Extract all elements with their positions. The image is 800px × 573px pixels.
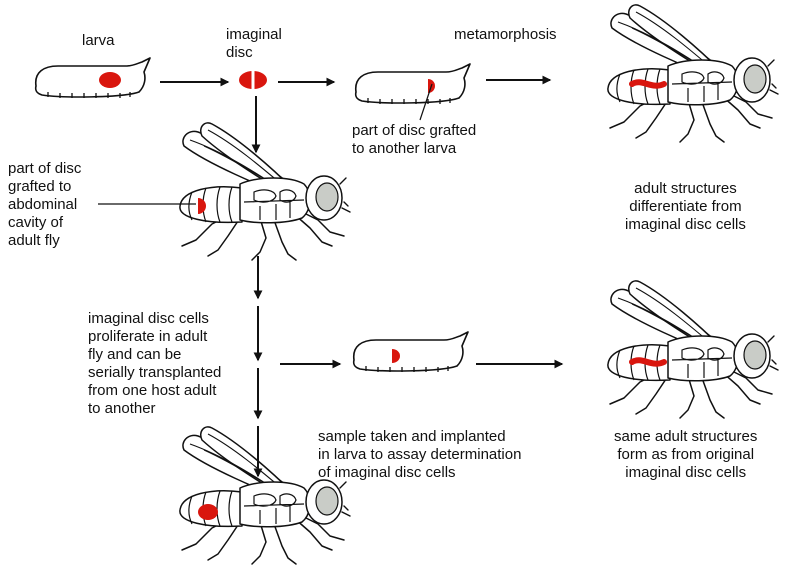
larva-with-grafted-disc — [354, 63, 471, 105]
leader-grafted-larva — [419, 83, 433, 121]
label-part-disc-grafted-larva: part of disc grafted to another larva — [352, 122, 477, 157]
implanted-sample-half — [392, 349, 400, 363]
larva-with-implanted-sample — [352, 331, 469, 373]
adult-fly-same-structures — [607, 280, 779, 419]
label-larva: larva — [82, 32, 115, 49]
label-part-disc-grafted-adult: part of disc grafted to abdominal cavity… — [8, 160, 82, 249]
imaginal-disc-spot — [99, 72, 121, 88]
larva-with-disc — [34, 57, 151, 99]
label-same-adult-structures: same adult structures form as from origi… — [614, 428, 758, 481]
label-proliferate: imaginal disc cells proliferate in adult… — [88, 310, 222, 417]
label-imaginal-disc: imaginal disc — [226, 26, 282, 61]
adult-fly-structures — [607, 4, 779, 143]
host-fly-proliferated — [179, 426, 351, 565]
host-fly-graft — [179, 122, 351, 261]
label-adult-structures: adult structures differentiate from imag… — [625, 180, 746, 233]
label-sample-taken: sample taken and implanted in larva to a… — [318, 428, 522, 481]
label-metamorphosis: metamorphosis — [454, 26, 557, 43]
imaginal-disc — [239, 70, 267, 90]
